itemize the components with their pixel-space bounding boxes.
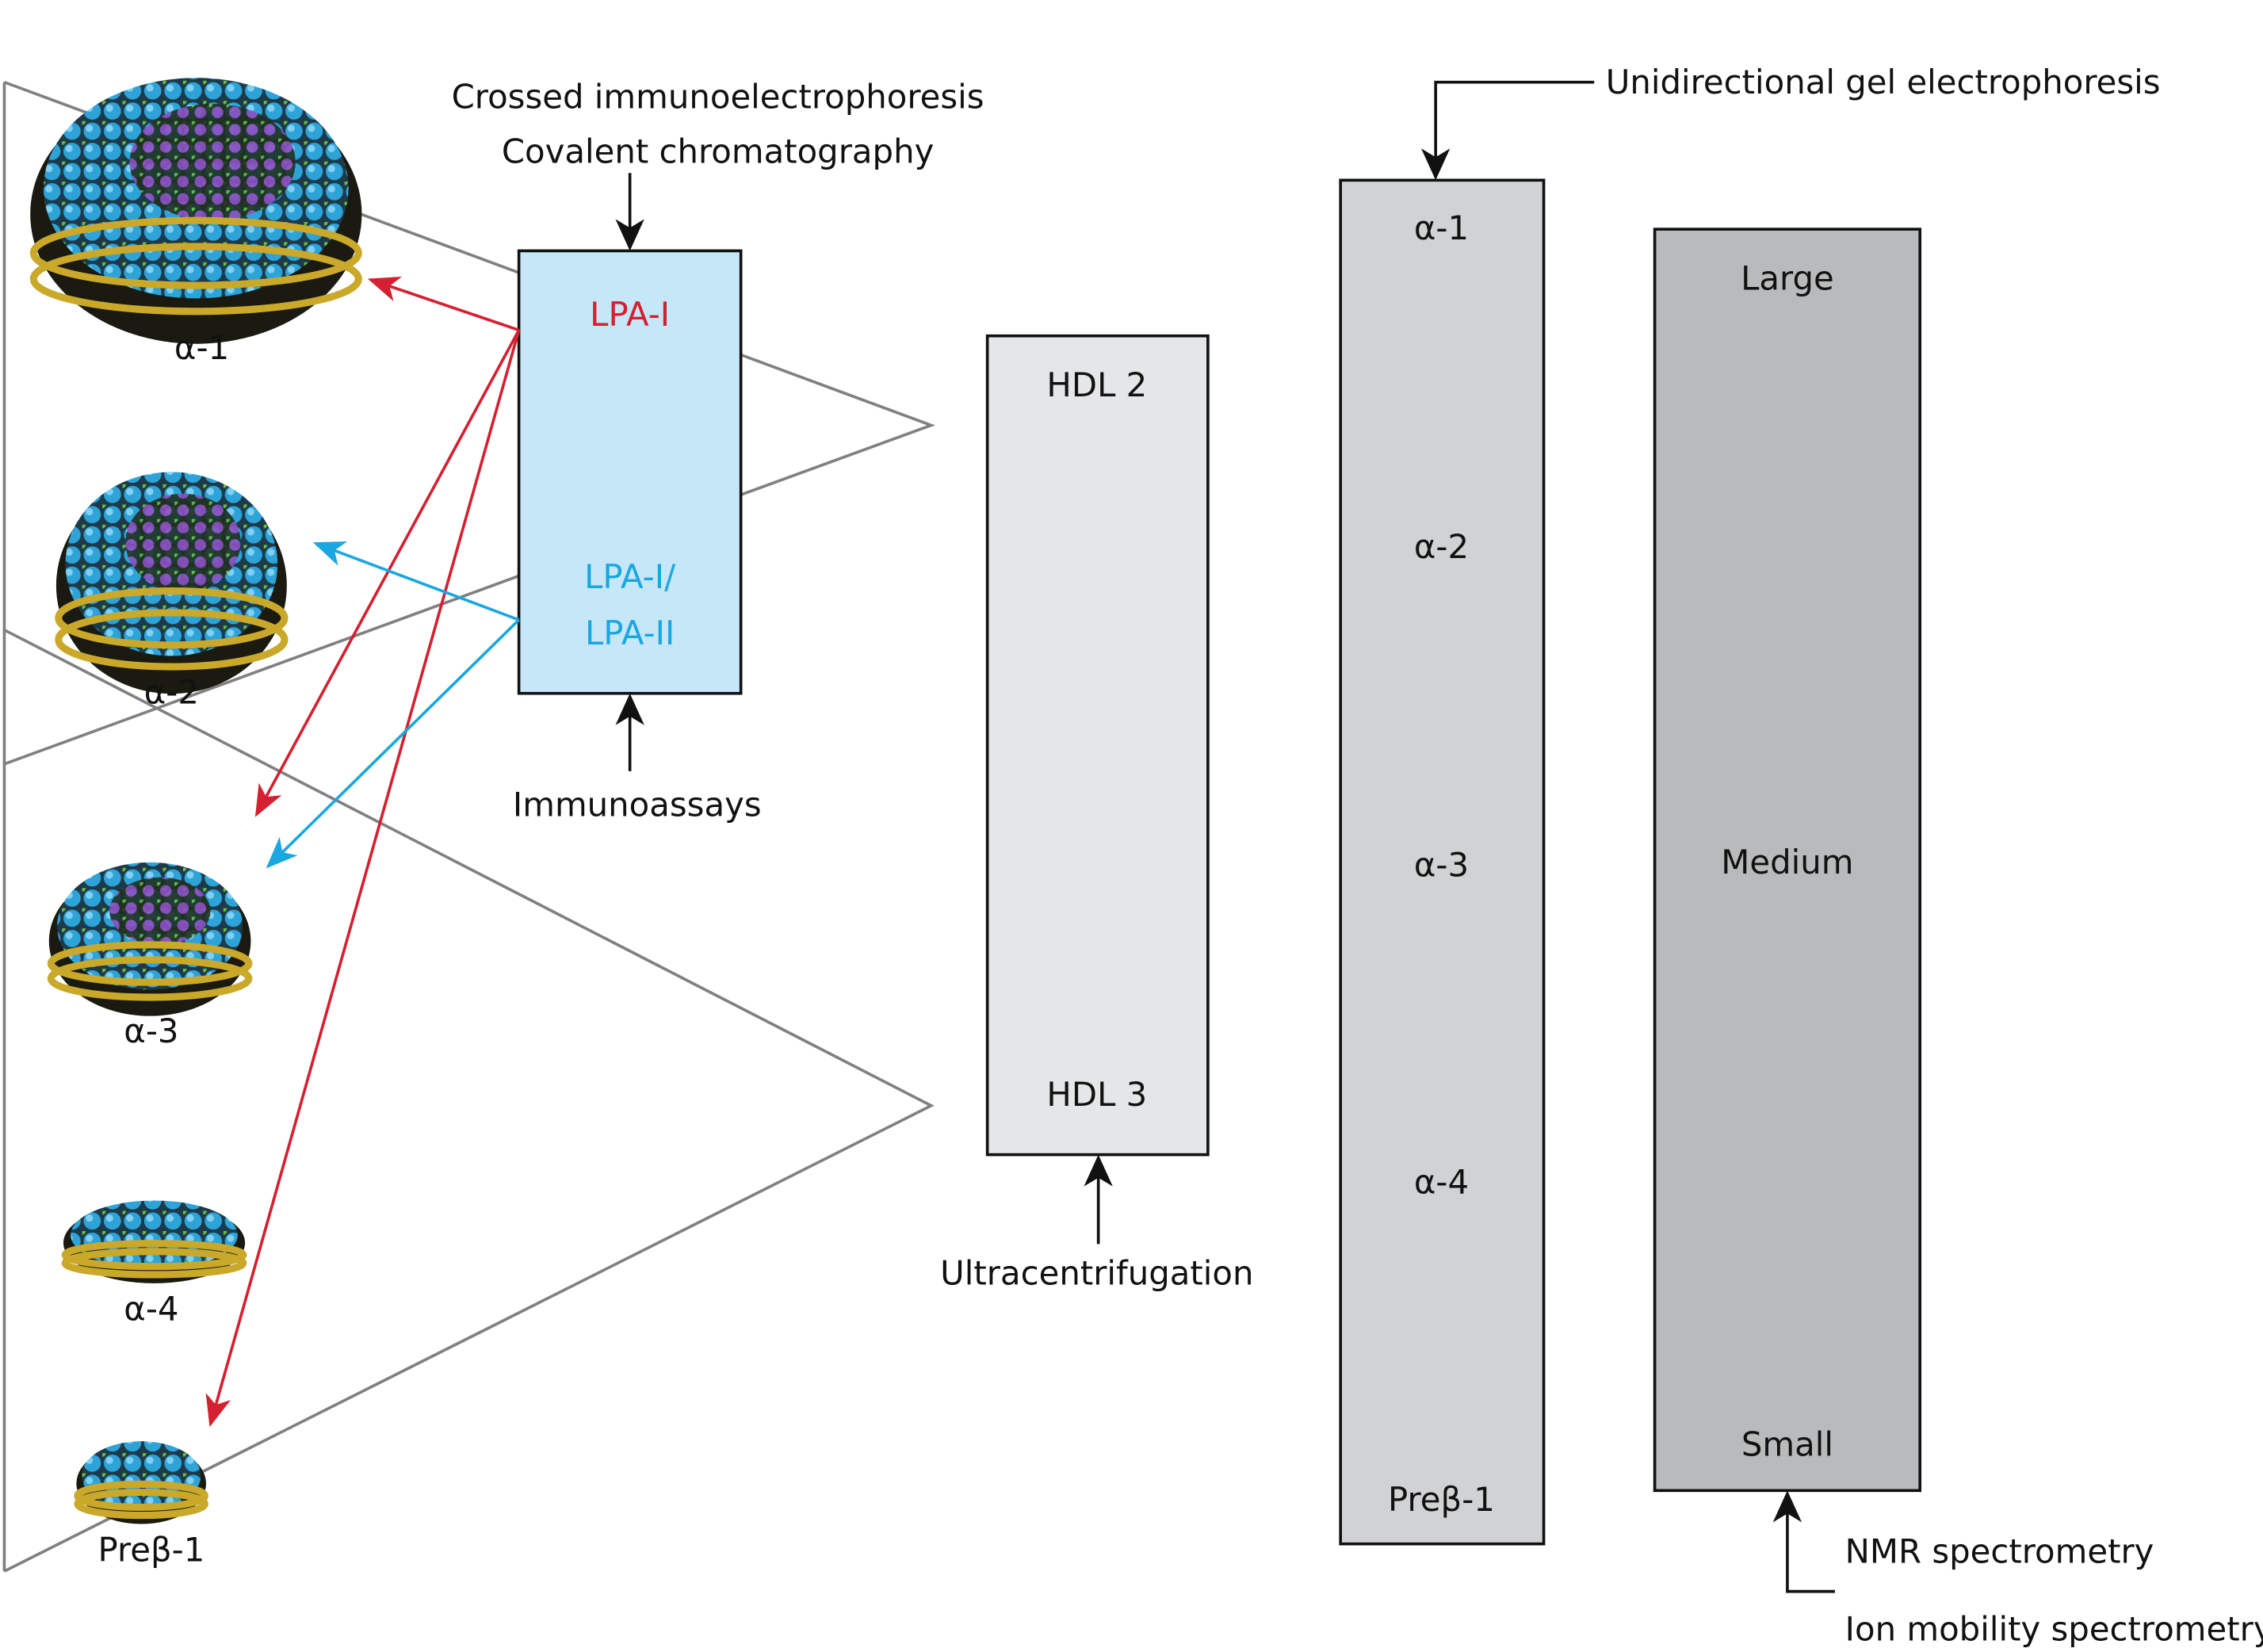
particle-label: α-3 bbox=[124, 1011, 178, 1050]
method-gel-electrophoresis: Unidirectional gel electrophoresis bbox=[1606, 63, 2161, 101]
hdl3-projection bbox=[3, 629, 935, 1573]
particle-label: α-2 bbox=[144, 672, 199, 711]
particle-alpha1-icon bbox=[29, 78, 362, 344]
lpa-box bbox=[517, 249, 743, 695]
arrow-down-to-alpha bbox=[1421, 80, 1595, 181]
hdl2-label: HDL 2 bbox=[1046, 365, 1147, 404]
method-covalent-chromatography: Covalent chromatography bbox=[502, 132, 934, 170]
lpa1-label: LPA-I bbox=[590, 295, 670, 334]
alpha-box-item: α-4 bbox=[1414, 1163, 1469, 1202]
particles bbox=[29, 78, 362, 1524]
size-small-label: Small bbox=[1741, 1425, 1833, 1464]
lpa12-arrows bbox=[266, 541, 520, 869]
particle-alpha2-icon bbox=[55, 472, 289, 694]
method-ion-mobility: Ion mobility spectrometry bbox=[1845, 1609, 2263, 1648]
size-large-label: Large bbox=[1741, 259, 1834, 298]
lpa12-label-line1: LPA-I/ bbox=[584, 557, 676, 596]
hdl-box bbox=[985, 334, 1210, 1157]
particle-alpha4-icon bbox=[61, 1200, 247, 1283]
arrow-lpa1-to-alpha1 bbox=[367, 276, 520, 332]
method-immunoassays: Immunoassays bbox=[513, 785, 762, 824]
particle-label: α-4 bbox=[124, 1290, 178, 1329]
lpa12-label-line2: LPA-II bbox=[585, 614, 675, 652]
arrow-lpa1-to-alpha3 bbox=[254, 329, 521, 817]
alpha-box-item: α-3 bbox=[1414, 846, 1469, 885]
lpa1-arrows bbox=[205, 276, 521, 1428]
particle-label: Preβ-1 bbox=[97, 1530, 205, 1569]
particle-prebeta1-icon bbox=[74, 1441, 208, 1524]
arrow-lpa12-to-alpha3 bbox=[266, 618, 520, 869]
alpha-box-item: Preβ-1 bbox=[1388, 1480, 1495, 1519]
method-ultracentrifugation: Ultracentrifugation bbox=[940, 1253, 1253, 1292]
particle-alpha3-icon bbox=[47, 862, 253, 1016]
arrow-lpa12-to-alpha2 bbox=[312, 541, 520, 621]
size-medium-label: Medium bbox=[1721, 843, 1853, 881]
alpha-box-item: α-2 bbox=[1414, 527, 1469, 566]
arrow-lpa1-to-prebeta1 bbox=[205, 329, 521, 1428]
alpha-box bbox=[1339, 178, 1546, 1546]
hdl3-label: HDL 3 bbox=[1046, 1075, 1147, 1114]
arrow-up-to-size bbox=[1772, 1490, 1835, 1593]
method-crossed-immunoelectrophoresis: Crossed immunoelectrophoresis bbox=[452, 77, 984, 116]
method-nmr: NMR spectrometry bbox=[1845, 1532, 2154, 1570]
size-box bbox=[1653, 228, 1922, 1493]
alpha-box-item: α-1 bbox=[1414, 208, 1469, 247]
particle-label: α-1 bbox=[174, 328, 229, 367]
